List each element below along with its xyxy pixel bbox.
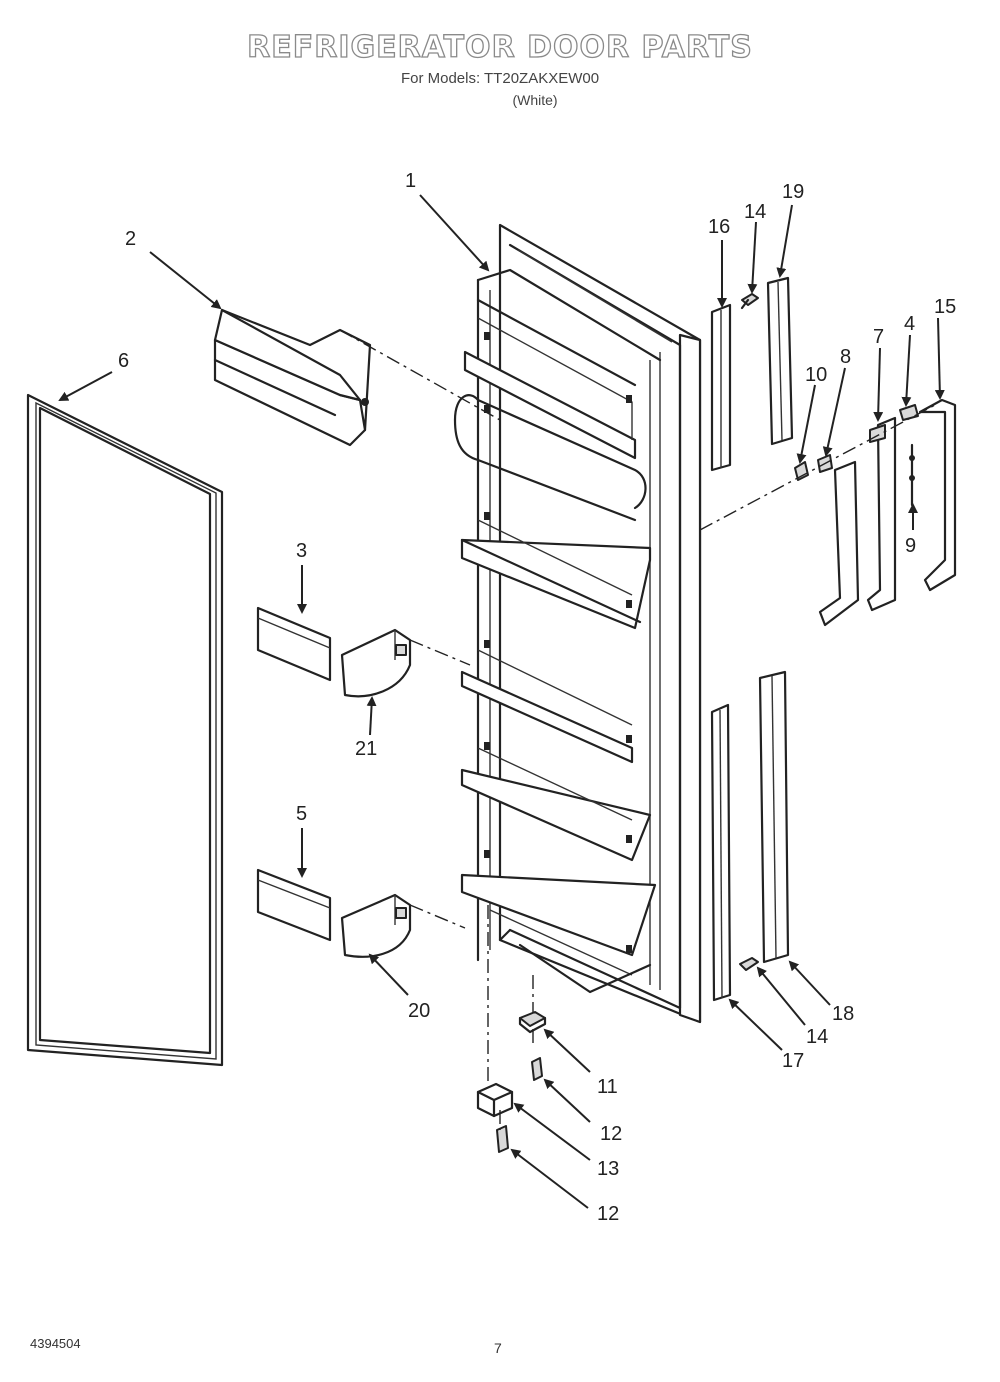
callout-5: 5 (296, 803, 307, 825)
document-number: 4394504 (30, 1336, 81, 1351)
callout-21: 21 (355, 738, 377, 760)
callout-10: 10 (805, 364, 827, 386)
callout-14-lower: 14 (806, 1026, 828, 1048)
page-number: 7 (494, 1340, 502, 1356)
callout-9: 9 (905, 535, 916, 557)
callout-4: 4 (904, 313, 915, 335)
callout-12-lower: 12 (597, 1203, 619, 1225)
callout-13: 13 (597, 1158, 619, 1180)
callout-leaders (58, 194, 945, 1209)
callout-17: 17 (782, 1050, 804, 1072)
bin-cover-lower (256, 868, 332, 942)
callout-16: 16 (708, 216, 730, 238)
callout-1: 1 (405, 170, 416, 192)
shelf-end-cap-upper (340, 628, 471, 698)
bin-cover-upper (256, 606, 332, 682)
page-title: REFRIGERATOR DOOR PARTS (246, 29, 753, 65)
handle-trim-upper (710, 303, 732, 472)
callout-20: 20 (408, 1000, 430, 1022)
door-gasket (26, 393, 224, 1067)
screw-upper (740, 293, 759, 310)
dairy-door-bin (213, 308, 501, 447)
callout-12-upper: 12 (600, 1123, 622, 1145)
callout-18: 18 (832, 1003, 854, 1025)
callout-3: 3 (296, 540, 307, 562)
hinge-parts (476, 905, 547, 1153)
callout-numbers: 1 2 6 3 21 5 20 16 14 19 15 4 7 8 10 9 1… (118, 170, 956, 1225)
color-line: (White) (512, 92, 558, 108)
shelf-end-cap-lower (340, 893, 466, 958)
model-line: For Models: TT20ZAKXEW00 (400, 70, 600, 87)
handle-insert-upper (766, 276, 794, 446)
callout-8: 8 (840, 346, 851, 368)
callout-14-upper: 14 (744, 201, 766, 223)
callout-2: 2 (125, 228, 136, 250)
refrigerator-door (453, 223, 702, 1024)
handle-assembly (699, 398, 957, 627)
callout-6: 6 (118, 350, 129, 372)
callout-7: 7 (873, 326, 884, 348)
callout-15: 15 (934, 296, 956, 318)
handle-insert-lower (758, 670, 790, 964)
callout-11: 11 (597, 1076, 618, 1098)
callout-19: 19 (782, 181, 804, 203)
screw-lower (739, 957, 759, 971)
handle-trim-lower (710, 703, 732, 1002)
